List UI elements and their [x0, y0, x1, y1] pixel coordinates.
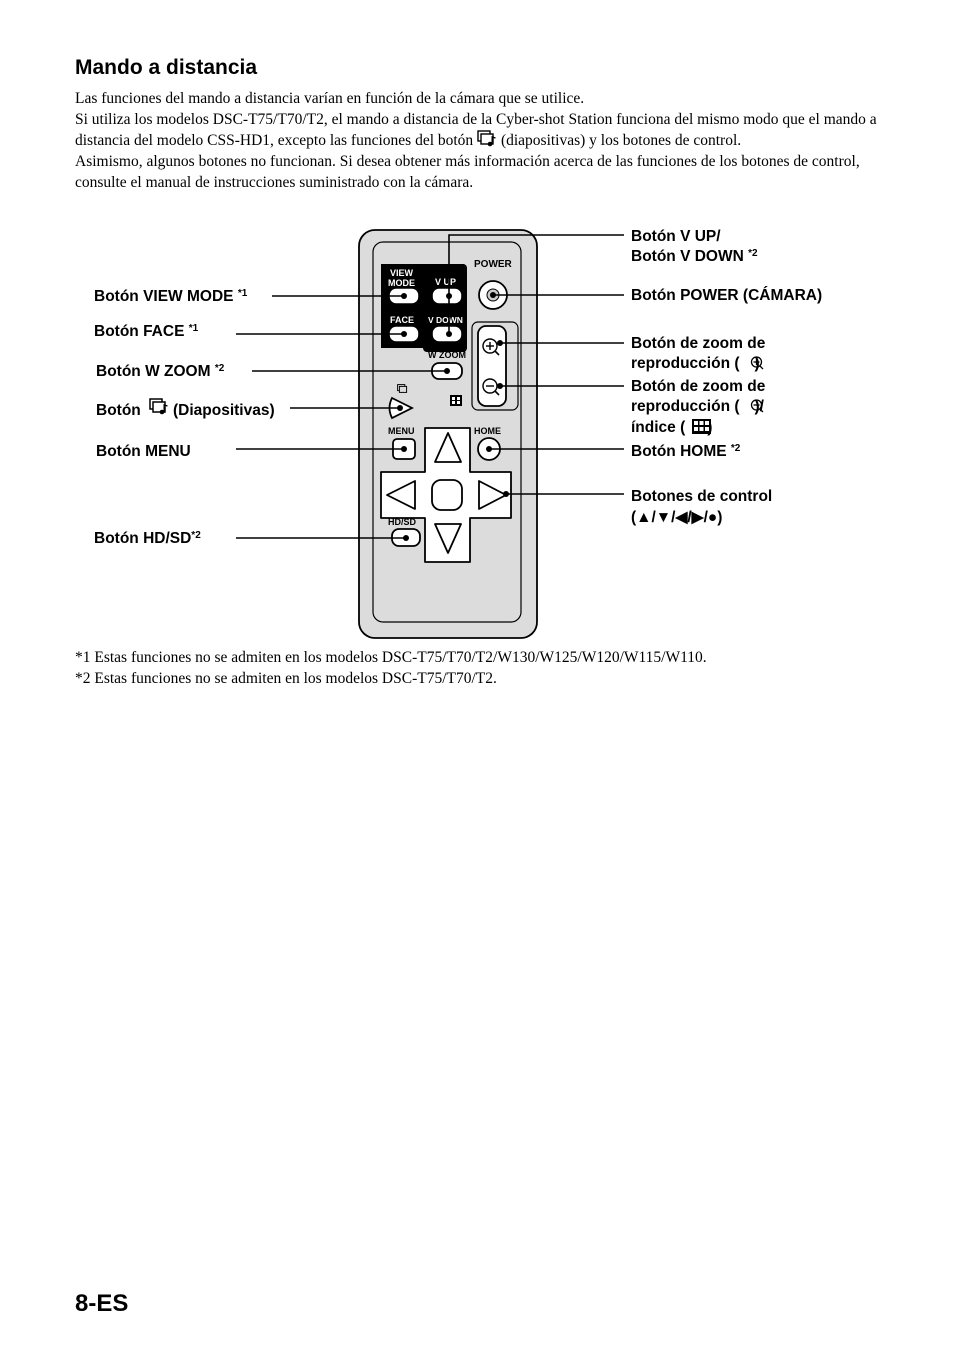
left-button[interactable]: [386, 480, 416, 510]
footnote-1: *1 Estas funciones no se admiten en los …: [75, 649, 707, 666]
label-w-zoom: Botón W ZOOM *2: [96, 363, 225, 380]
label-view-mode: Botón VIEW MODE *1: [94, 288, 248, 305]
index-icon: [450, 395, 462, 406]
center-button[interactable]: [431, 479, 463, 511]
section-heading: Mando a distancia: [75, 56, 258, 79]
label-index-icon: [692, 419, 711, 434]
face-text: FACE: [390, 315, 414, 325]
label-zoom-out-icon: [750, 399, 764, 413]
slideshow-small-icon: [397, 384, 408, 393]
leader-dots: [397, 292, 509, 541]
label-zoom-out-1: Botón de zoom de: [631, 378, 766, 395]
footnote-2: *2 Estas funciones no se admiten en los …: [75, 670, 497, 687]
remote-diagram: VIEW MODE V UP FACE V DOWN POWER W ZOOM …: [94, 228, 822, 639]
label-face: Botón FACE *1: [94, 323, 199, 340]
hd-sd-text: HD/SD: [388, 517, 417, 527]
v-up-text: V UP: [435, 277, 456, 287]
label-power: Botón POWER (CÁMARA): [631, 287, 822, 304]
intro-line-2: Si utiliza los modelos DSC-T75/T70/T2, e…: [75, 109, 885, 151]
power-text: POWER: [474, 259, 513, 270]
label-zoom-in-2: reproducción (): [631, 355, 760, 372]
zoom-in-icon: [482, 338, 500, 356]
zoom-rocker[interactable]: [477, 325, 507, 407]
view-mode-text-1: VIEW: [390, 268, 414, 278]
label-slideshow-post: (Diapositivas): [173, 402, 275, 419]
v-down-text: V DOWN: [428, 315, 463, 325]
slideshow-icon: [477, 130, 496, 147]
menu-text: MENU: [388, 426, 415, 436]
label-zoom-in-1: Botón de zoom de: [631, 335, 766, 352]
view-mode-text-2: MODE: [388, 278, 415, 288]
label-v-down: Botón V DOWN *2: [631, 248, 758, 265]
label-hd-sd: Botón HD/SD*2: [94, 530, 201, 547]
control-pad: [380, 427, 512, 563]
right-button[interactable]: [478, 480, 507, 510]
label-slideshow-icon: [149, 398, 168, 415]
leader-lines: [236, 234, 624, 539]
intro-line-3: Asimismo, algunos botones no funcionan. …: [75, 153, 860, 191]
page-number: 8-ES: [75, 1290, 129, 1317]
label-home: Botón HOME *2: [631, 443, 741, 460]
label-control-2: (▲/▼/◀/▶/●): [631, 509, 722, 526]
intro-line-1: Las funciones del mando a distancia varí…: [75, 90, 585, 107]
intro-text: Las funciones del mando a distancia varí…: [75, 88, 885, 193]
label-slideshow-pre: Botón: [96, 402, 141, 419]
footnotes: *1 Estas funciones no se admiten en los …: [75, 647, 707, 689]
up-button[interactable]: [434, 432, 462, 463]
label-v-up: Botón V UP/: [631, 228, 721, 245]
intro-line-2-before: Si utiliza los modelos DSC-T75/T70/T2, e…: [75, 111, 877, 149]
home-text: HOME: [474, 426, 501, 436]
w-zoom-text: W ZOOM: [428, 350, 466, 360]
label-menu: Botón MENU: [96, 443, 191, 460]
label-zoom-out-2: reproducción ()/: [631, 398, 765, 415]
label-zoom-in-icon: [750, 356, 764, 370]
intro-line-2-after: (diapositivas) y los botones de control.: [500, 132, 742, 149]
down-button[interactable]: [434, 523, 462, 554]
label-control-1: Botones de control: [631, 488, 772, 505]
